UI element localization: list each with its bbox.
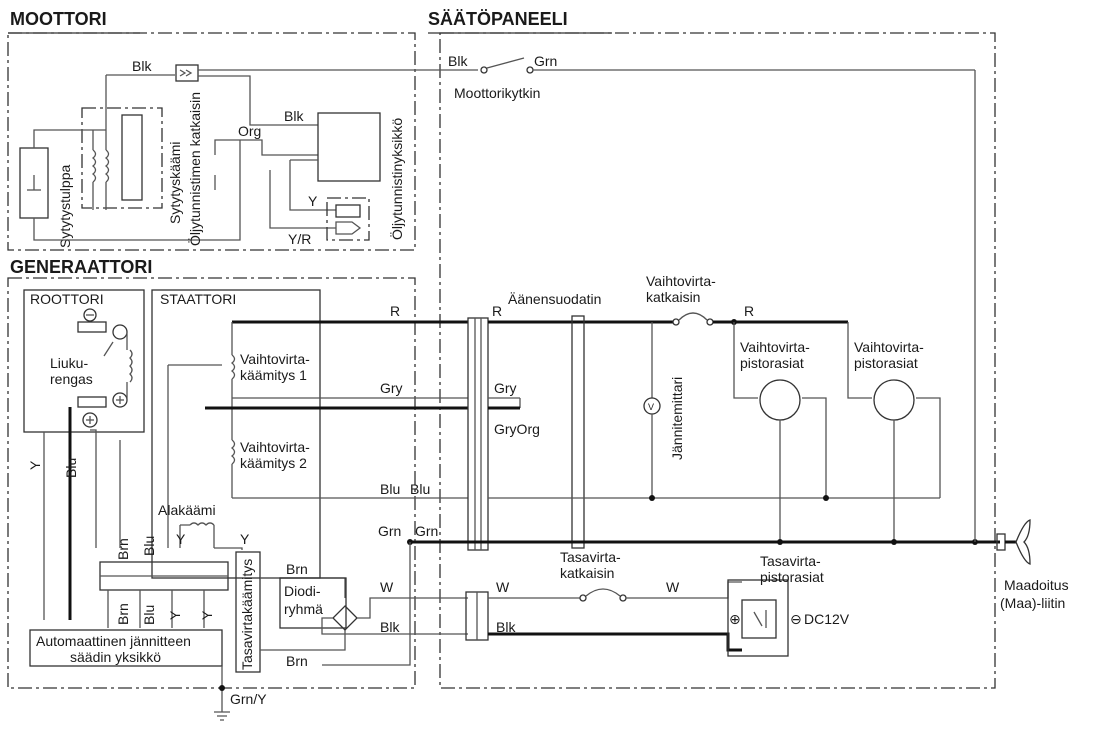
filter-capacitor (571, 315, 585, 549)
dc-breaker-label-2: katkaisin (560, 565, 614, 581)
diode-label-1: Diodi- (284, 583, 321, 599)
ignition-coil (81, 75, 163, 210)
ac-outlet-2 (873, 379, 915, 421)
ac-outlets-label-1a: Vaihtovirta- (740, 339, 810, 355)
ac-winding1-label-2: käämitys 1 (240, 367, 307, 383)
ground-label-2: (Maa)-liitin (1000, 595, 1065, 611)
wire-org-label: Org (238, 123, 261, 139)
dc-winding-box (235, 551, 261, 673)
generator-section-title: GENERAATTORI (10, 257, 152, 277)
wire-grn-label-panel: Grn (534, 53, 557, 69)
rotor-box (23, 289, 145, 433)
wire-w-label-1: W (380, 579, 394, 595)
ac-outlet-1 (759, 379, 801, 421)
diode-label-2: ryhmä (284, 601, 323, 617)
oil-switch-label: Öljytunnistimen katkaisin (186, 92, 203, 246)
wire-blu-label-left: Blu (63, 458, 79, 478)
generator-section-frame (7, 277, 416, 689)
voltmeter-symbol: V (648, 402, 654, 412)
diode-bridge (332, 605, 358, 631)
ac-outlets-label-2b: pistorasiat (854, 355, 918, 371)
avr-label-2: säädin yksikkö (70, 649, 161, 665)
wire-gry-label-2: Gry (494, 380, 517, 396)
ac-winding2-label-2: käämitys 2 (240, 455, 307, 471)
control-panel-section-title: SÄÄTÖPANEELI (428, 9, 568, 29)
engine-switch-label: Moottorikytkin (454, 85, 540, 101)
slip-ring-label-2: rengas (50, 371, 93, 387)
spark-plug-label: Sytytystulppa (57, 165, 73, 248)
ground-terminal-icon (996, 519, 1031, 565)
ignition-coil-label: Sytytyskäämi (167, 142, 183, 224)
wire-w-label-3: W (666, 579, 680, 595)
ac-outlets-label-1b: pistorasiat (740, 355, 804, 371)
wire-w-label-2: W (496, 579, 510, 595)
stator-label: STAATTORI (160, 291, 236, 307)
noise-filter-box (467, 317, 489, 551)
dc-minus-symbol: ⊖ (790, 611, 802, 627)
wire-y-label-sub2: Y (240, 531, 250, 547)
engine-section-frame (7, 32, 416, 251)
dc-plus-symbol: ⊕ (729, 611, 741, 627)
wire-grn-label-3: Grn (415, 523, 438, 539)
wire-blk-label-4: Blk (496, 619, 516, 635)
wire-yr-label: Y/R (288, 231, 311, 247)
wire-r-label-2: R (492, 303, 502, 319)
oil-sensor (326, 197, 370, 241)
dc-winding-label: Tasavirtakäämitys (239, 559, 255, 670)
wire-y-label-6: Y (199, 610, 215, 620)
wire-blk-label-3: Blk (380, 619, 400, 635)
oil-unit-box (317, 112, 381, 182)
diode-box (279, 577, 347, 629)
wire-gry-label-1: Gry (380, 380, 403, 396)
ac-breaker-label-2: katkaisin (646, 289, 700, 305)
dc-breaker-label-1: Tasavirta- (560, 549, 621, 565)
slip-ring-label-1: Liuku- (50, 355, 88, 371)
engine-connector (175, 64, 199, 82)
wire-y-label-engine: Y (308, 193, 318, 209)
ac-winding2-label-1: Vaihtovirta- (240, 439, 310, 455)
wire-blk-label-1: Blk (132, 58, 152, 74)
noise-filter-label: Äänensuodatin (508, 291, 601, 307)
control-panel-section-frame (439, 32, 996, 689)
wire-y-label-left: Y (27, 460, 43, 470)
wire-brn-label-4: Brn (286, 653, 308, 669)
ac-outlets-label-2a: Vaihtovirta- (854, 339, 924, 355)
wire-blu-label-5: Blu (410, 481, 430, 497)
voltmeter-label: Jännitemittari (669, 377, 685, 460)
wire-r-label-3: R (744, 303, 754, 319)
ac-winding1-label-1: Vaihtovirta- (240, 351, 310, 367)
sub-winding-label: Alakäämi (158, 502, 216, 518)
avr-label-1: Automaattinen jännitteen (36, 633, 191, 649)
wire-grn-label-2: Grn (378, 523, 401, 539)
rotor-label: ROOTTORI (30, 291, 104, 307)
wire-blk-label-panel: Blk (448, 53, 468, 69)
wire-r-label-1: R (390, 303, 400, 319)
wire-brn-label-2: Brn (115, 603, 131, 625)
wire-y-label-5: Y (167, 610, 183, 620)
wire-blu-label-2: Blu (380, 481, 400, 497)
dc-outlets-label-2: pistorasiat (760, 569, 824, 585)
wire-brn-label-3: Brn (286, 561, 308, 577)
avr-unit-box (29, 629, 223, 667)
dc-outlet-box (727, 579, 789, 657)
ac-breaker-label-1: Vaihtovirta- (646, 273, 716, 289)
spark-plug (19, 147, 49, 219)
dc-voltage-label: DC12V (804, 611, 850, 627)
dc-outlets-label-1: Tasavirta- (760, 553, 821, 569)
wire-blu-label-4: Blu (141, 605, 157, 625)
wire-brn-label-1: Brn (115, 538, 131, 560)
oil-unit-label: Öljytunnistinyksikkö (388, 118, 405, 240)
wire-y-label-sub: Y (176, 531, 186, 547)
wire-blu-label-3: Blu (141, 536, 157, 556)
engine-section-title: MOOTTORI (10, 9, 107, 29)
wire-grny-label: Grn/Y (230, 691, 267, 707)
ground-label-1: Maadoitus (1004, 577, 1069, 593)
wire-blk-label-2: Blk (284, 108, 304, 124)
wire-gryorg-label: GryOrg (494, 421, 540, 437)
